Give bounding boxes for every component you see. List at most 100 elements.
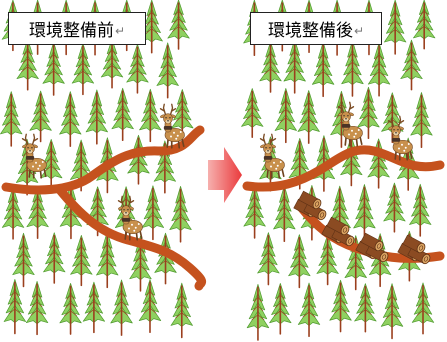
log [365, 243, 389, 263]
tree-branch [77, 150, 86, 157]
deer-spot [404, 146, 407, 149]
tree-branch [276, 294, 285, 300]
tree-branch [295, 149, 304, 155]
tree-branch [64, 310, 77, 317]
tree-branch [250, 196, 259, 203]
tree [42, 41, 65, 96]
tree-branch [159, 260, 172, 266]
tree [273, 185, 296, 243]
tree-branch [30, 309, 44, 316]
tree [384, 0, 407, 55]
log-pile [293, 190, 327, 221]
before-label-text: 環境整備前 [28, 21, 114, 41]
tree-branch [275, 302, 286, 308]
tree-branch [143, 307, 157, 314]
tree-branch [18, 253, 29, 259]
tree-branch [360, 196, 369, 203]
tree-branch [74, 167, 88, 173]
tree-branch [279, 206, 290, 213]
deer-spot [354, 132, 357, 135]
tree-branch [387, 295, 397, 302]
tree-branch [263, 252, 274, 258]
log-end [374, 240, 384, 252]
tree [16, 38, 39, 91]
tree [0, 91, 23, 147]
deer-legs [266, 168, 285, 179]
deer-eye [393, 129, 395, 131]
tree-branch [103, 243, 112, 250]
tree-branch [145, 28, 159, 34]
log-ring [418, 245, 424, 251]
tree-branch [136, 248, 145, 254]
tree-branch [323, 245, 332, 252]
tree [241, 88, 264, 138]
tree-branch [251, 314, 265, 321]
tree-branch [252, 305, 264, 312]
tree-branch [91, 110, 103, 116]
tree-branch [264, 243, 273, 250]
tree-branch [415, 203, 426, 210]
tree-branch [131, 70, 144, 76]
deer-nose [167, 120, 169, 122]
log [360, 232, 384, 252]
tree-branch [176, 115, 189, 122]
tree-branch [146, 214, 160, 221]
tree [25, 280, 49, 336]
tree-branch [358, 214, 371, 221]
tree [169, 186, 192, 243]
tree-branch [47, 149, 56, 156]
deer-collar [163, 126, 173, 130]
tree-branch [92, 204, 103, 211]
tree-branch [262, 260, 275, 267]
log [326, 216, 350, 236]
log-ring [376, 243, 382, 249]
tree-branch [76, 253, 87, 260]
tree [243, 184, 266, 239]
deer-spot [179, 131, 182, 133]
tree-branch [373, 261, 387, 268]
tree-branch [349, 264, 363, 271]
tree-branch [34, 117, 47, 124]
log [298, 190, 322, 210]
paragraph-mark-icon: ↵ [114, 23, 126, 38]
deer-spot [131, 223, 133, 226]
tree [59, 283, 82, 335]
tree-branch [64, 120, 77, 127]
deer-eye [31, 147, 33, 149]
tree-branch [416, 195, 425, 202]
tree-branch [247, 106, 258, 113]
tree-branch [288, 68, 301, 74]
tree-branch [100, 261, 114, 268]
deer-spot [134, 226, 137, 229]
tree [353, 184, 376, 242]
tree [96, 137, 119, 194]
tree-branch [8, 198, 18, 204]
tree-branch [416, 113, 427, 119]
tree-branch [418, 18, 430, 24]
tree [329, 279, 352, 333]
tree-branch [6, 214, 20, 221]
tree-branch [102, 252, 113, 259]
tree-branch [10, 291, 19, 297]
tree-branch [317, 62, 329, 69]
tree-branch [7, 206, 19, 213]
tree-branch [281, 100, 290, 106]
deer-spot [38, 164, 41, 167]
tree-branch [420, 10, 429, 16]
deer [21, 133, 47, 179]
deer-spot [37, 167, 40, 170]
tree-branch [390, 193, 399, 200]
tree-branch [132, 161, 145, 167]
tree [259, 41, 282, 93]
deer-nose [29, 150, 31, 152]
tree [409, 183, 432, 237]
tree-branch [75, 158, 87, 165]
tree-branch [47, 70, 60, 77]
deer-muzzle [27, 149, 33, 154]
tree [269, 283, 292, 335]
deer-eye [265, 147, 267, 149]
deer-spot [170, 135, 172, 138]
deer-group [21, 103, 185, 241]
forest [0, 0, 194, 339]
tree-branch [363, 106, 374, 112]
